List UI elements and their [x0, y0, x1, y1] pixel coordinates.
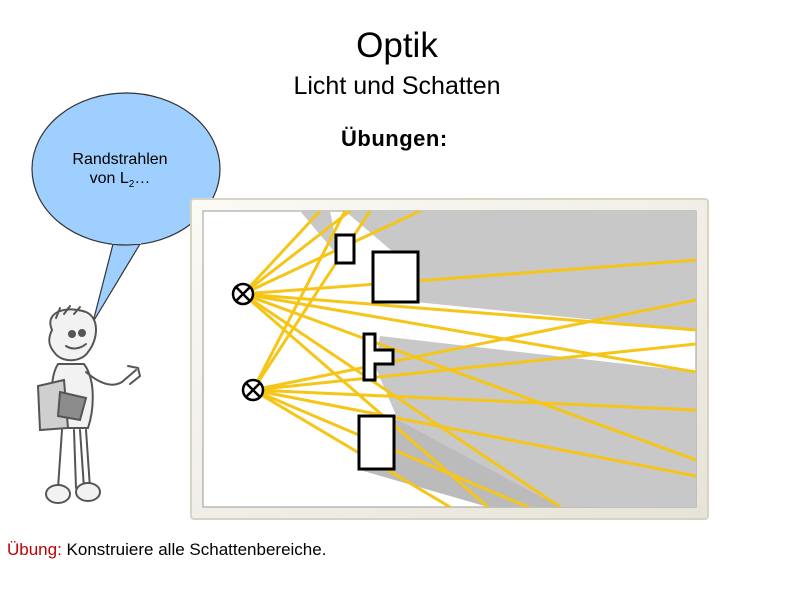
- bubble-line-2-suffix: …: [134, 170, 151, 187]
- task-label: Übung:: [7, 540, 62, 559]
- slide-subtitle: Licht und Schatten: [293, 72, 501, 100]
- obstacle-t-shape: [362, 332, 395, 382]
- slide-title: Optik: [356, 26, 438, 65]
- speech-bubble-text: Randstrahlen von L2…: [40, 150, 200, 194]
- speech-bubble: [31, 92, 221, 323]
- obstacle-small-rect: [334, 233, 356, 265]
- task-instruction: Übung: Konstruiere alle Schattenbereiche…: [7, 540, 326, 560]
- obstacle-tall-rect: [357, 414, 396, 471]
- shadow-region-top: [345, 211, 696, 330]
- lamp-l1-icon: [231, 282, 255, 306]
- task-text: Konstruiere alle Schattenbereiche.: [61, 540, 327, 559]
- obstacle-square: [371, 250, 420, 304]
- bubble-line-1: Randstrahlen: [72, 151, 168, 168]
- bubble-line-2-prefix: von L: [89, 170, 129, 187]
- shadow-region-middle: [375, 336, 696, 507]
- bubble-line-2-subscript: 2: [128, 179, 135, 191]
- cartoon-figure: [36, 305, 142, 504]
- section-heading: Übungen:: [341, 126, 448, 151]
- lamp-l2-icon: [241, 378, 265, 402]
- exercise-board: [190, 198, 709, 520]
